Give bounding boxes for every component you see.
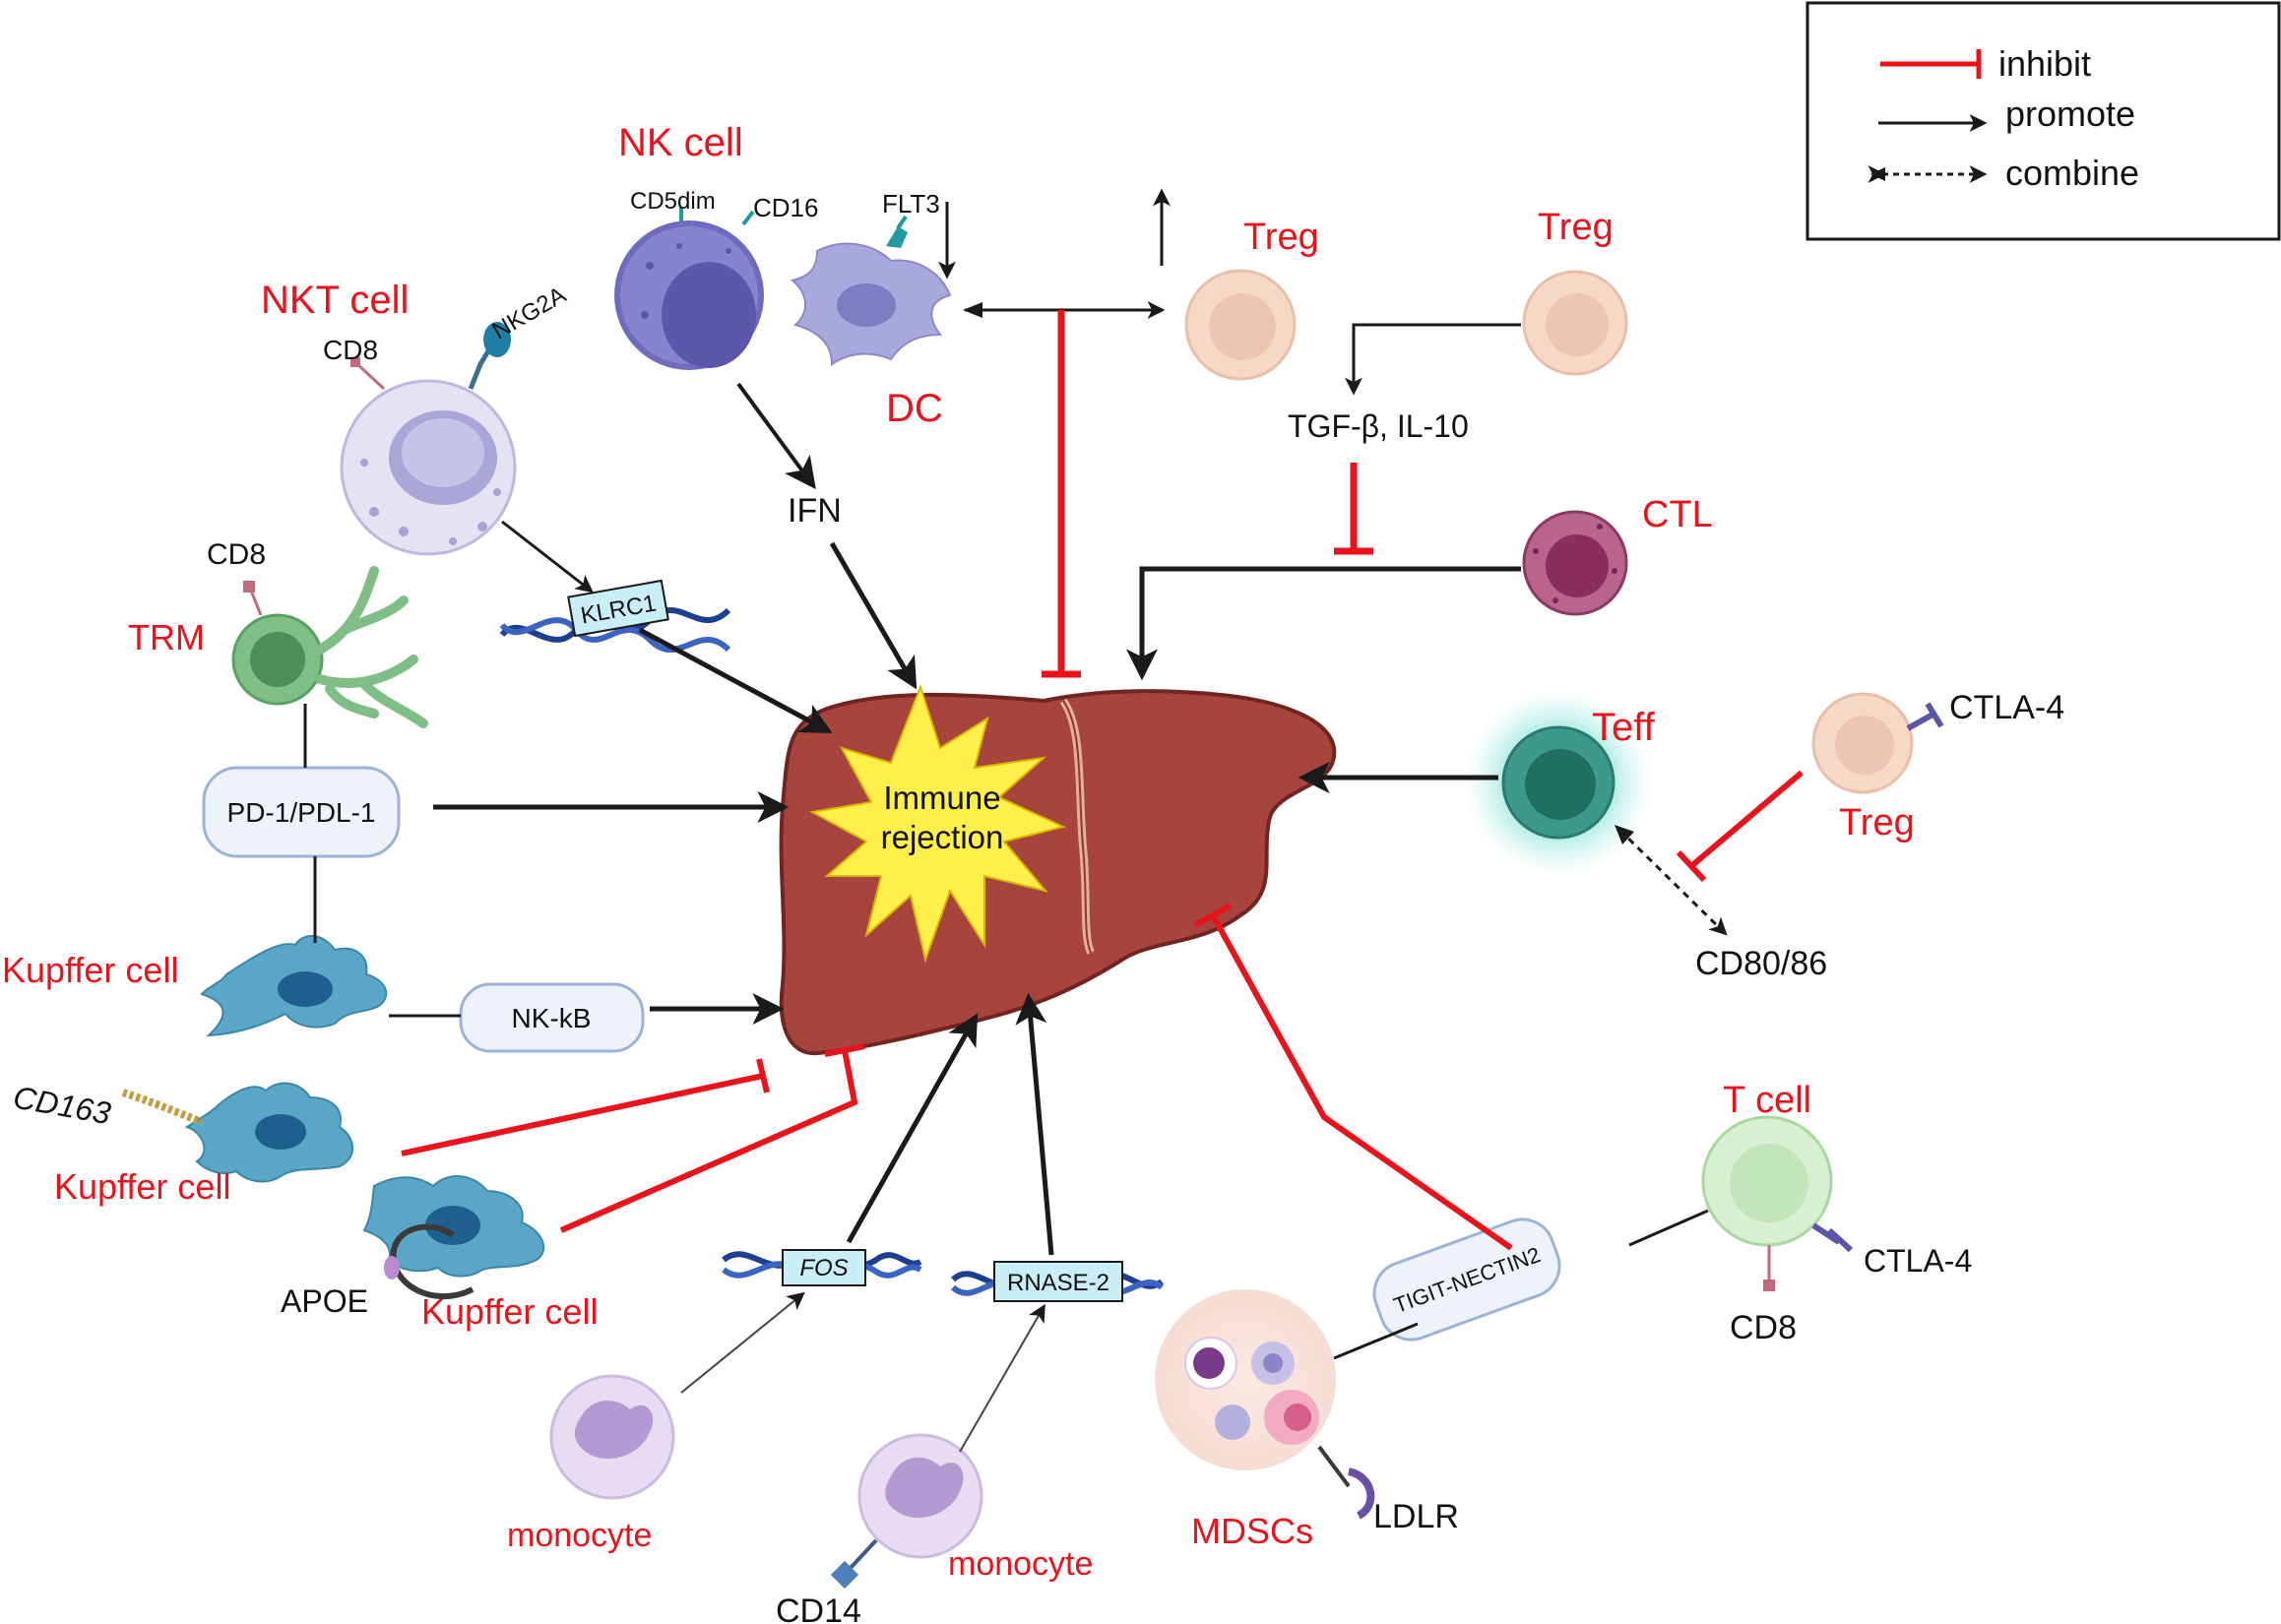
tigit-tcell-link	[1628, 1209, 1709, 1247]
ctl-label: CTL	[1642, 494, 1713, 535]
cd163-label: CD163	[11, 1079, 114, 1131]
monocyte2-label: monocyte	[948, 1545, 1093, 1583]
flt3-label: FLT3	[882, 189, 940, 219]
treg-right-label: Treg	[1538, 207, 1614, 248]
trm-label: TRM	[128, 617, 205, 657]
rnase2-to-liver	[1015, 992, 1054, 1256]
apoe-label: APOE	[281, 1283, 368, 1319]
ifn-label: IFN	[788, 492, 842, 530]
t-cell-label: T cell	[1723, 1080, 1811, 1121]
t-cell	[1701, 1115, 1854, 1291]
ctla4-treg-label: CTLA-4	[1949, 689, 2064, 726]
legend-combine-label: combine	[2005, 153, 2139, 193]
kupffer-cell-3	[362, 1174, 545, 1300]
monocyte1-label: monocyte	[507, 1517, 652, 1554]
ctl-cell	[1522, 510, 1628, 616]
treg-cell-ctla4	[1811, 692, 1944, 794]
mono2-to-rnase2	[959, 1303, 1045, 1453]
fos-to-liver	[846, 1013, 979, 1244]
teff-label: Teff	[1592, 706, 1656, 749]
starburst	[808, 684, 1066, 964]
mdsc-tigit-link	[1333, 1322, 1419, 1360]
kupffer3-label: Kupffer cell	[421, 1291, 598, 1332]
teff-cell	[1465, 689, 1652, 876]
tgf-label: TGF-β, IL-10	[1288, 408, 1469, 444]
pd1-label: PD-1/PDL-1	[227, 797, 376, 828]
cd14-label: CD14	[776, 1593, 861, 1624]
fos-gene: FOS	[722, 1249, 922, 1286]
ctl-to-liver	[1126, 566, 1521, 681]
treg-ctla4-inhibit	[1689, 770, 1804, 869]
nk-to-ifn	[736, 382, 816, 490]
klrc1-box	[567, 579, 669, 638]
pd1-pill: PD-1/PDL-1	[202, 766, 401, 858]
tigit-inhibit	[1210, 913, 1513, 1251]
ctla4-tcell-label: CTLA-4	[1864, 1243, 1972, 1279]
center-label-line2: rejection	[881, 819, 1004, 855]
treg-to-tgf	[1345, 323, 1521, 396]
kupffer-cell-1	[200, 935, 388, 1037]
treg-ctla4-label: Treg	[1839, 802, 1915, 843]
cd5dim-label: CD5dim	[630, 188, 716, 215]
rnase2-label: RNASE-2	[1007, 1270, 1109, 1296]
dc-label: DC	[886, 387, 943, 430]
rnase2-gene: RNASE-2	[950, 1261, 1165, 1302]
kupffer2-inhibit	[401, 1073, 764, 1156]
nk-cell	[614, 207, 764, 370]
kupffer1-label: Kupffer cell	[2, 950, 178, 990]
legend-box	[1806, 1, 2281, 241]
cd8-nkt-label: CD8	[323, 335, 378, 365]
liver: Immune rejection	[779, 684, 1337, 1056]
legend: inhibit promote combine	[1806, 1, 2281, 241]
dendritic-cell	[790, 215, 952, 366]
nk-cell-label: NK cell	[618, 121, 743, 164]
ifn-to-liver	[829, 541, 918, 690]
ldlr-label: LDLR	[1373, 1498, 1459, 1535]
cd16-label: CD16	[753, 193, 818, 222]
monocyte-1	[549, 1374, 675, 1500]
center-label-line1: Immune	[883, 780, 1000, 816]
klrc1-gene: KLRC1	[499, 579, 731, 653]
kupffer2-label: Kupffer cell	[54, 1166, 230, 1207]
fos-label: FOS	[799, 1255, 848, 1281]
treg-cell-right	[1522, 270, 1628, 376]
nkt-cell-label: NKT cell	[261, 279, 409, 322]
nfkb-pill: NK-kB	[459, 982, 645, 1053]
treg-top-label: Treg	[1243, 217, 1319, 258]
kupffer-cell-2	[121, 1082, 354, 1183]
nkg2a-label: NKG2A	[488, 281, 571, 344]
legend-promote-label: promote	[2005, 94, 2135, 134]
nfkb-label: NK-kB	[512, 1003, 592, 1033]
klrc1-to-liver	[638, 627, 833, 734]
cd8-tcell-label: CD8	[1730, 1309, 1797, 1346]
trm-cell	[231, 566, 428, 728]
mono1-to-fos	[680, 1291, 805, 1394]
treg-cell-top	[1184, 269, 1297, 381]
teff-cd80-combine	[1617, 828, 1728, 936]
nkt-cell	[340, 322, 517, 556]
mdscs-cluster	[1155, 1289, 1375, 1520]
legend-inhibit-label: inhibit	[1998, 43, 2091, 84]
connectors	[303, 188, 1804, 1453]
nkt-to-klrc1	[501, 520, 594, 593]
kupffer3-inhibit	[559, 1049, 858, 1233]
cd8-trm-label: CD8	[207, 538, 266, 571]
cd80-86-label: CD80/86	[1695, 945, 1827, 982]
mdscs-label: MDSCs	[1191, 1511, 1313, 1551]
monocyte-2	[830, 1433, 983, 1590]
tigit-pill: TIGIT-NECTIN2	[1372, 1218, 1561, 1342]
